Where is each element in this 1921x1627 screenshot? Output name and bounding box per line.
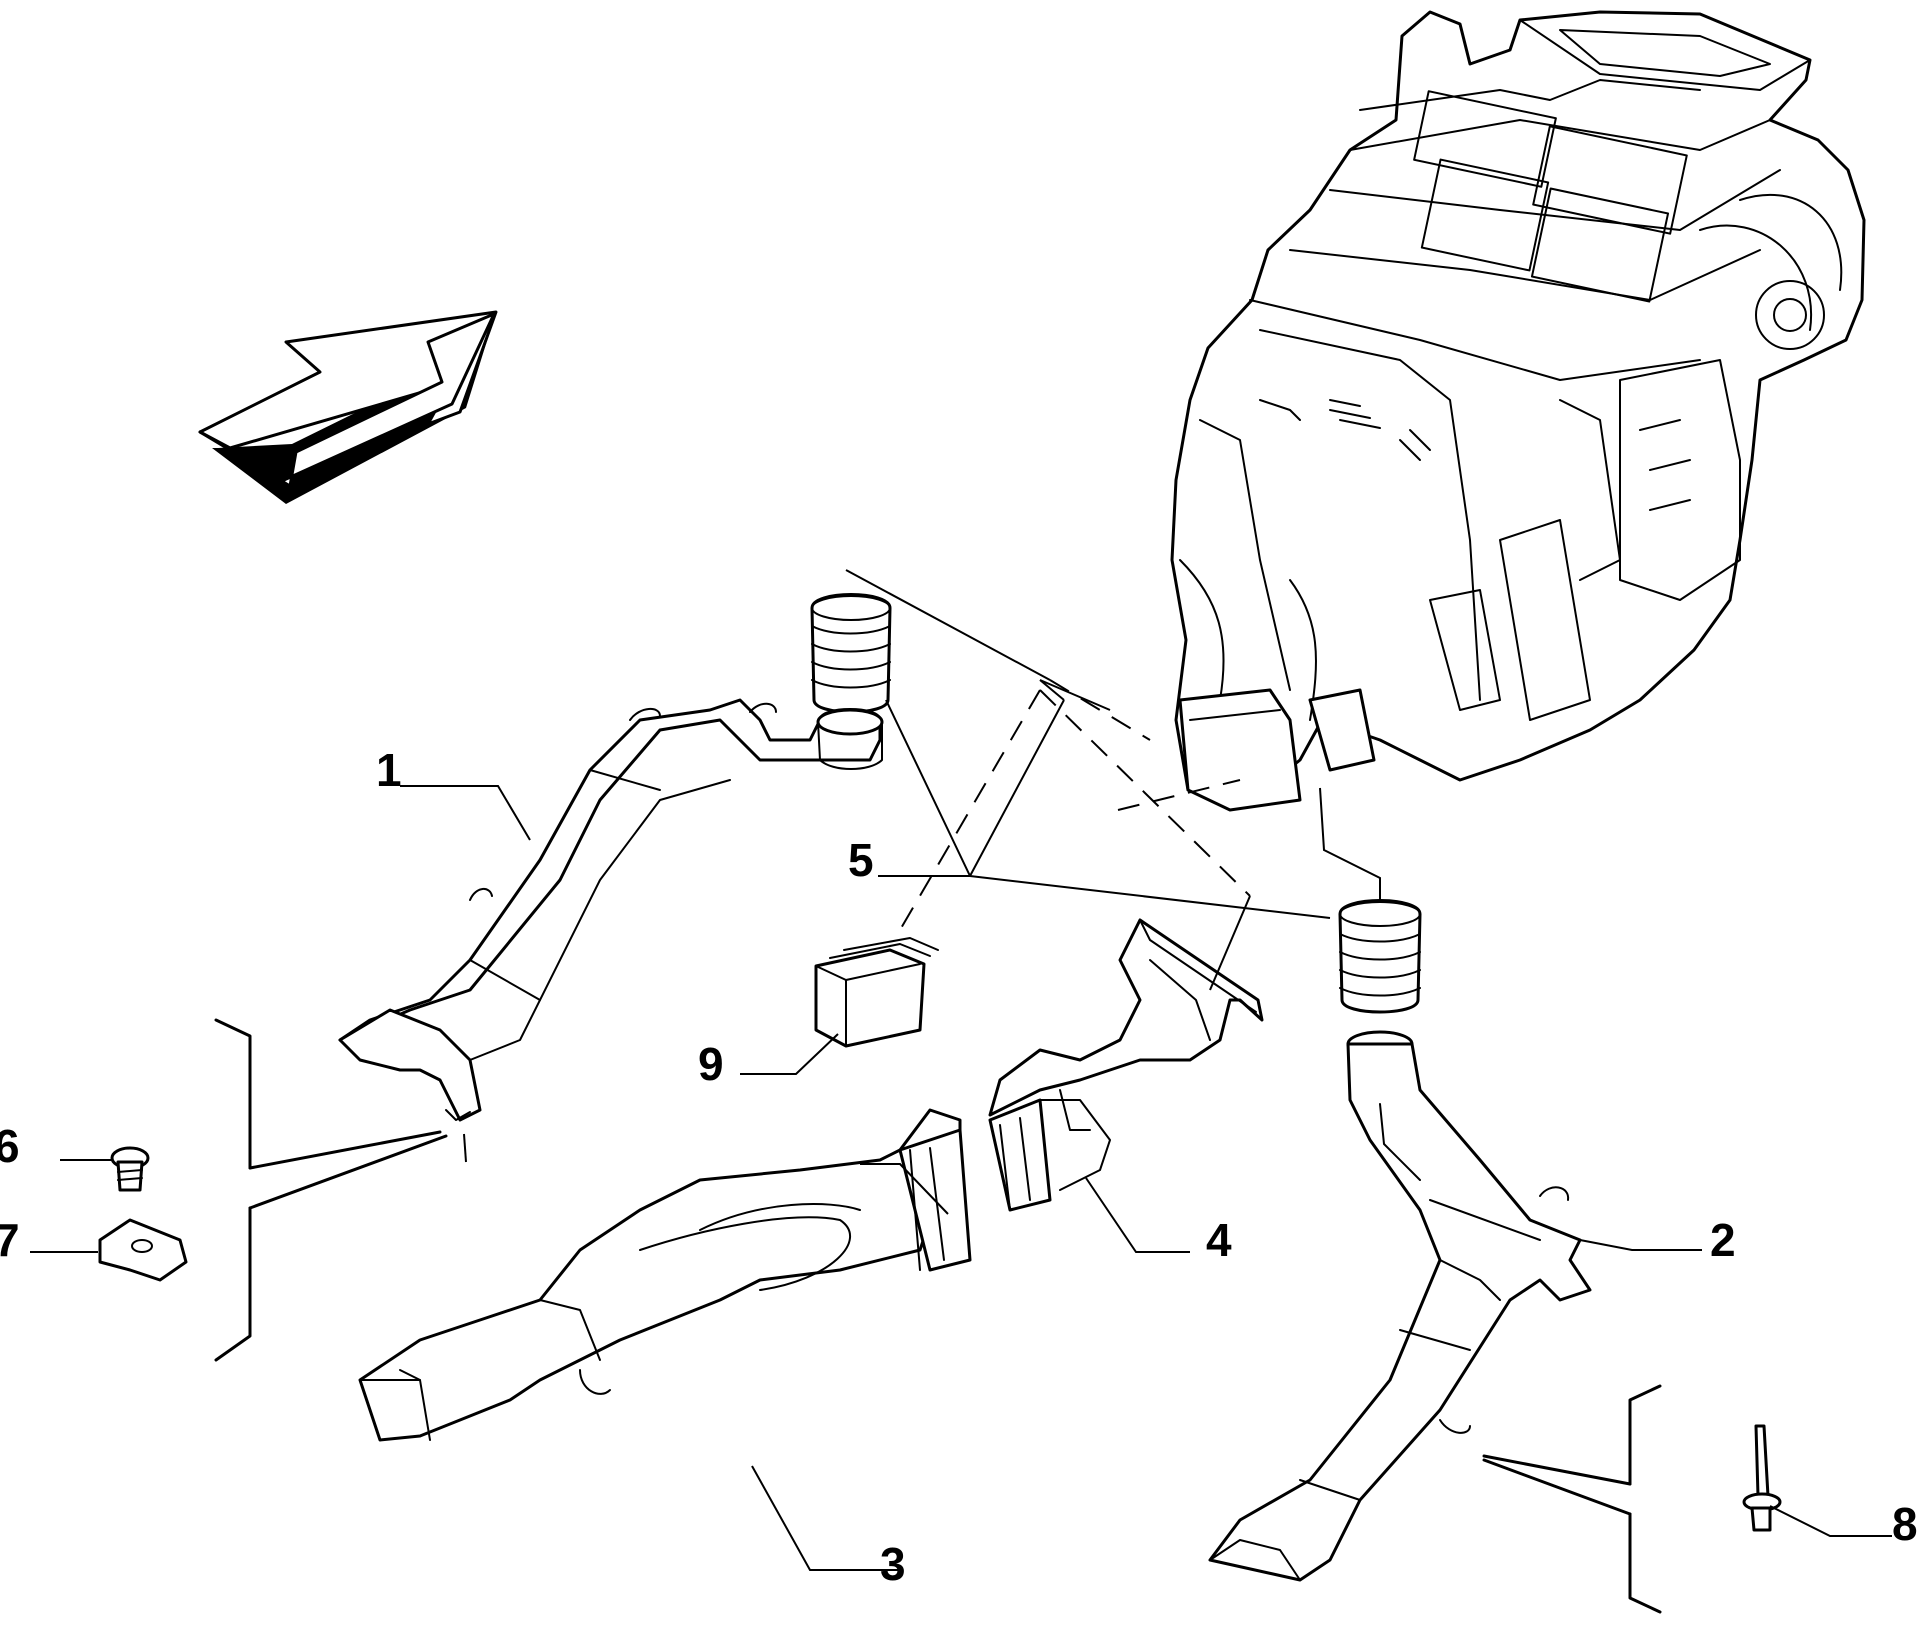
callout-9: 9 [698,1038,724,1090]
duct-4 [988,918,1264,1212]
bracket-left [214,1018,252,1362]
duct-2 [1208,1030,1592,1582]
bellows-right [1338,899,1422,1014]
callout-8: 8 [1892,1498,1918,1550]
rivet-8 [1742,1424,1782,1532]
bracket-right [1628,1384,1662,1614]
callout-5: 5 [848,834,874,886]
leader-lines [30,569,1892,1571]
duct-1 [338,698,884,1122]
callout-4: 4 [1206,1214,1232,1266]
hvac-unit [1170,10,1866,812]
callout-1: 1 [376,744,402,796]
callout-6: 6 [0,1120,20,1172]
bellows-left [810,593,892,714]
callout-2: 2 [1710,1214,1736,1266]
rubber-block-9 [814,937,939,1048]
duct-3 [358,1108,972,1442]
bolt-6 [110,1146,150,1192]
clip-7 [98,1218,188,1282]
callout-7: 7 [0,1214,20,1266]
callout-3: 3 [880,1538,906,1590]
front-direction-arrow-icon [198,310,498,504]
